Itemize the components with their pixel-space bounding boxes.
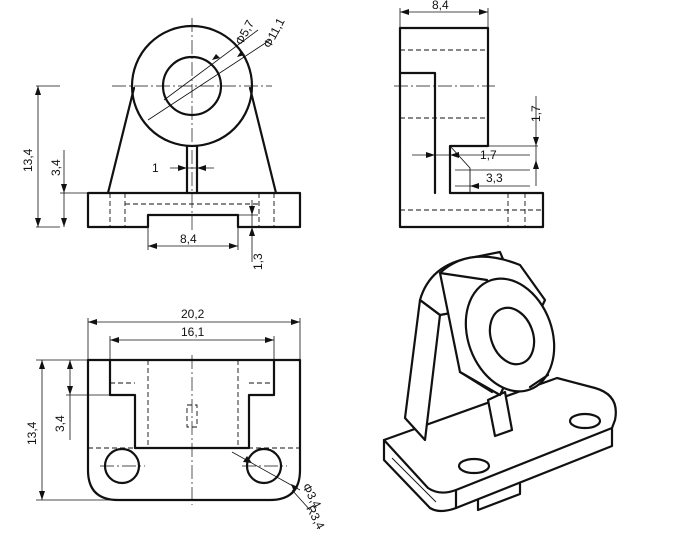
side-width-label: 8,4 [432,0,449,12]
side-dim-c-label: 3,3 [486,171,503,185]
top-radius-label: R3,4 [303,503,327,532]
top-view: 20,2 16,1 13,4 3,4 Φ3,4 R3,4 [25,307,328,532]
front-base-height-label: 3,4 [49,159,63,176]
top-length-label: 20,2 [181,307,205,321]
side-dim-a-label: 1,7 [529,105,543,122]
top-spacing-label: 16,1 [181,325,205,339]
front-rib-width-label: 1 [152,161,159,175]
side-view: 8,4 1,7 1,7 3,3 [394,0,545,229]
side-dim-b-label: 1,7 [480,148,497,162]
top-depth-label: 13,4 [25,421,39,445]
front-height-label: 13,4 [21,148,35,172]
top-step-label: 3,4 [53,415,67,432]
front-view: Φ5,7 Φ11,1 13,4 3,4 1 8,4 1,3 [21,15,302,270]
front-slot-width-label: 8,4 [180,232,197,246]
isometric-view [382,250,617,513]
front-slot-depth-label: 1,3 [251,253,265,270]
front-diam-hole-label: Φ5,7 [232,17,257,47]
front-diam-boss-label: Φ11,1 [260,15,288,50]
